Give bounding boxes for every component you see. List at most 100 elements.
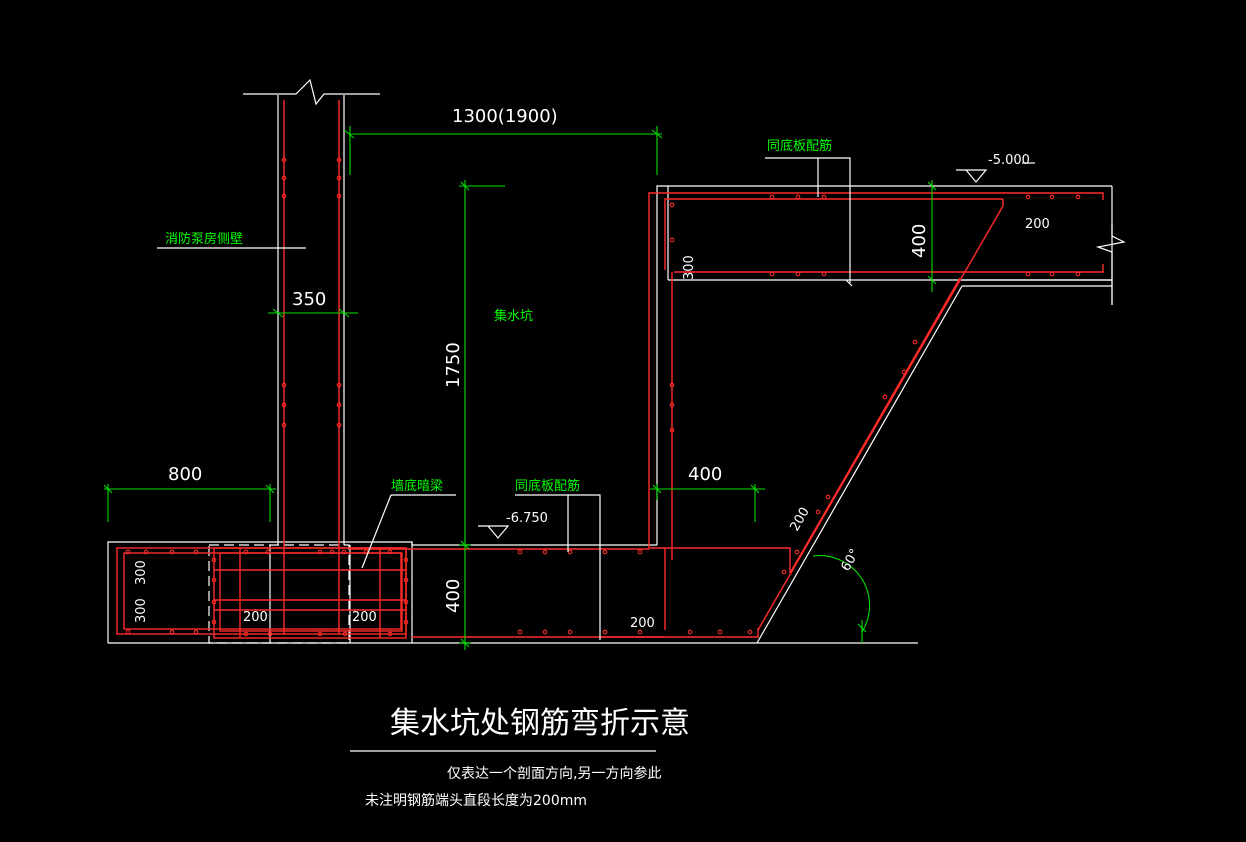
rebar-dot — [747, 629, 753, 635]
rebar-dot — [1025, 194, 1031, 200]
rebar-dot — [336, 382, 342, 388]
dim-left-300-a: 300 — [134, 560, 149, 585]
rebar-dot — [169, 549, 175, 555]
dim-left-300-b: 300 — [134, 598, 149, 623]
rebar-dot — [637, 549, 643, 555]
rebar-dot — [1075, 194, 1081, 200]
dim-hook-bottom: 200 — [630, 616, 655, 631]
rebar-dot — [125, 629, 131, 635]
rebar-dot — [912, 339, 918, 345]
rebar-dot — [882, 394, 888, 400]
rebar-dot — [795, 194, 801, 200]
rebar-dot — [281, 157, 287, 163]
drawing-title: 集水坑处钢筋弯折示意 — [390, 706, 690, 741]
rebar-dot — [336, 175, 342, 181]
rebar-dot — [602, 629, 608, 635]
elevation-top: -5.000 — [988, 153, 1030, 168]
elevation-bottom: -6.750 — [506, 511, 548, 526]
dim-top-slab: 400 — [909, 224, 930, 258]
rebar-dot — [669, 237, 675, 243]
rebar-dot — [1049, 271, 1055, 277]
dim-wall-thickness: 350 — [292, 289, 326, 310]
rebar-dot — [403, 577, 409, 583]
rebar-dot — [267, 631, 273, 637]
rebar-dot — [769, 194, 775, 200]
rebar-dot — [517, 549, 523, 555]
label-same-bottom-1: 同底板配筋 — [767, 138, 832, 154]
rebar-dot — [169, 629, 175, 635]
rebar-dot — [1075, 271, 1081, 277]
rebar-dot — [669, 402, 675, 408]
rebar-dot — [281, 175, 287, 181]
rebar-dot — [815, 509, 821, 515]
rebar-dot — [602, 549, 608, 555]
dim-top-span: 1300(1900) — [452, 106, 558, 127]
label-wall-beam: 墙底暗梁 — [391, 478, 443, 494]
rebar-dot — [781, 569, 787, 575]
rebar-dot — [795, 271, 801, 277]
rebar-dot — [243, 631, 249, 637]
rebar-dot — [341, 549, 347, 555]
dimension-texts: 1300(1900) 350 800 400 1750 400 400 200 … — [134, 106, 1050, 631]
rebar-dot — [211, 599, 217, 605]
rebar-dot — [193, 549, 199, 555]
rebar-dot — [403, 619, 409, 625]
dim-hook-slope: 200 — [787, 505, 812, 534]
rebar-dot — [901, 369, 907, 375]
rebar-dot — [281, 382, 287, 388]
rebar-dots — [125, 157, 1081, 637]
leader-lines — [157, 157, 1035, 752]
dim-hook-beam-right: 200 — [352, 610, 377, 625]
note-line-1: 仅表达一个剖面方向,另一方向参此 — [447, 765, 661, 782]
rebar-dot — [567, 549, 573, 555]
dim-right-gap: 400 — [688, 464, 722, 485]
note-line-2: 未注明钢筋端头直段长度为200mm — [365, 792, 587, 809]
rebar-dot — [769, 271, 775, 277]
rebar-dot — [317, 549, 323, 555]
rebar-dot — [794, 549, 800, 555]
rebar-dot — [329, 549, 335, 555]
dimension-lines — [103, 126, 937, 650]
rebar-dot — [336, 157, 342, 163]
rebar-dot — [211, 577, 217, 583]
rebar — [116, 100, 1104, 639]
rebar-dot — [403, 557, 409, 563]
rebar-dot — [567, 629, 573, 635]
dim-angle: 60° — [838, 547, 863, 574]
rebar-dot — [265, 549, 271, 555]
rebar-dot — [243, 549, 249, 555]
rebar-dot — [825, 494, 831, 500]
rebar-dot — [193, 629, 199, 635]
rebar-dot — [125, 549, 131, 555]
dim-pit-depth: 1750 — [443, 342, 464, 388]
rebar-dot — [387, 549, 393, 555]
rebar-dot — [336, 422, 342, 428]
label-same-bottom-2: 同底板配筋 — [515, 478, 580, 494]
rebar-dot — [687, 629, 693, 635]
rebar-dot — [143, 549, 149, 555]
rebar-dot — [281, 193, 287, 199]
rebar-dot — [1025, 271, 1031, 277]
rebar-dot — [336, 193, 342, 199]
rebar-dot — [821, 271, 827, 277]
rebar-dot — [342, 631, 348, 637]
rebar-dot — [542, 629, 548, 635]
rebar-dot — [1049, 194, 1055, 200]
dim-hook-top: 200 — [1025, 217, 1050, 232]
rebar-dot — [637, 629, 643, 635]
label-side-wall: 消防泵房侧壁 — [165, 231, 243, 247]
rebar-dot — [717, 629, 723, 635]
rebar-dot — [403, 599, 409, 605]
wall-bottom-beam — [208, 544, 351, 644]
rebar-dot — [669, 427, 675, 433]
annotation-labels: 消防泵房侧壁 集水坑 墙底暗梁 同底板配筋 同底板配筋 -5.000 -6.75… — [165, 138, 1030, 526]
rebar-dot — [387, 631, 393, 637]
label-pit: 集水坑 — [494, 308, 533, 324]
rebar-dot — [669, 202, 675, 208]
dim-hook-beam-left: 200 — [243, 610, 268, 625]
concrete-outline — [107, 78, 1126, 644]
rebar-dot — [281, 422, 287, 428]
rebar-dot — [336, 402, 342, 408]
rebar-dot — [669, 382, 675, 388]
